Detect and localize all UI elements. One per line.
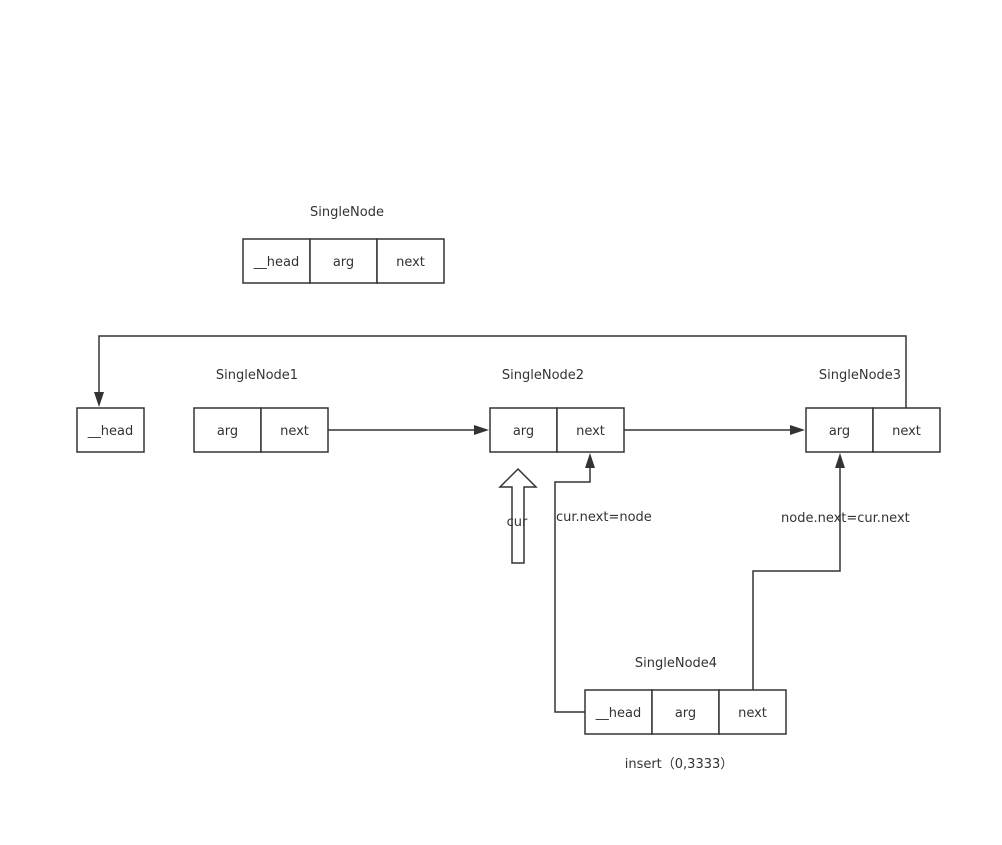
node-3-title: SingleNode3 <box>819 368 901 383</box>
node-3-arg-label: arg <box>829 424 850 439</box>
edge-node1-to-node2 <box>328 425 489 435</box>
edge-node-next-to-cur-next <box>752 453 845 690</box>
edge-node2-to-node3-arrow <box>790 425 805 435</box>
node-4-title: SingleNode4 <box>635 656 717 671</box>
edge-node-next-arrow <box>835 453 845 468</box>
node-1-arg-cell <box>193 407 262 453</box>
node-2-next-label: next <box>576 424 605 439</box>
node-3: SingleNode3 arg next <box>805 368 941 453</box>
node-1-title: SingleNode1 <box>216 368 298 383</box>
node-2-arg-cell <box>489 407 558 453</box>
head-node: __head <box>76 407 145 453</box>
node-4: SingleNode4 __head arg next <box>584 656 787 735</box>
node-2-title: SingleNode2 <box>502 368 584 383</box>
edge-cur-next-label: cur.next=node <box>556 510 652 525</box>
edge-cur-next-arrow <box>585 453 595 468</box>
edge-cur-next-to-node <box>554 453 595 713</box>
head-label: __head <box>87 424 133 439</box>
node-1-next-cell <box>260 407 329 453</box>
single-node-head-cell <box>242 238 311 284</box>
node-1: SingleNode1 arg next <box>193 368 329 453</box>
node-1-next-label: next <box>280 424 309 439</box>
cur-pointer: cur <box>498 467 538 564</box>
edge-node-next-label: node.next=cur.next <box>781 511 910 526</box>
node-2: SingleNode2 arg next <box>489 368 625 453</box>
single-node-arg-cell <box>309 238 378 284</box>
node-1-arg-label: arg <box>217 424 238 439</box>
cur-pointer-arrow-icon <box>498 467 538 564</box>
node-3-next-cell <box>872 407 941 453</box>
node-3-arg-cell <box>805 407 874 453</box>
operation-label: insert（0,3333） <box>625 757 734 772</box>
single-node-title: SingleNode <box>310 205 384 220</box>
edge-node3-to-head-arrow <box>94 392 104 407</box>
edge-node3-to-head-line <box>98 335 907 408</box>
edge-node1-to-node2-arrow <box>474 425 489 435</box>
node-2-next-cell <box>556 407 625 453</box>
node-4-arg-label: arg <box>675 706 696 721</box>
single-node-next-cell <box>376 238 445 284</box>
single-node-head-label: __head <box>253 255 299 270</box>
node-4-head-label: __head <box>595 706 641 721</box>
single-node-template: SingleNode __head arg next <box>242 205 445 284</box>
head-cell <box>76 407 145 453</box>
node-3-next-label: next <box>892 424 921 439</box>
node-4-arg-cell <box>651 689 720 735</box>
node-4-next-label: next <box>738 706 767 721</box>
edge-cur-next-line <box>554 467 591 713</box>
edge-node-next-line <box>752 467 841 690</box>
node-2-arg-label: arg <box>513 424 534 439</box>
cur-pointer-label: cur <box>507 515 528 530</box>
edge-node3-to-head <box>94 335 907 408</box>
single-node-arg-label: arg <box>333 255 354 270</box>
node-4-next-cell <box>718 689 787 735</box>
single-node-next-label: next <box>396 255 425 270</box>
edge-node2-to-node3 <box>624 425 805 435</box>
